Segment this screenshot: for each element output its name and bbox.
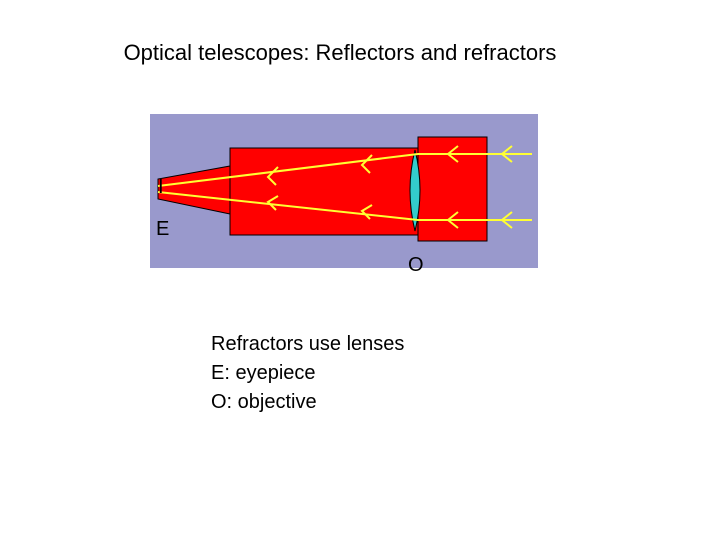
light-ray-bottom	[157, 191, 532, 221]
ray-arrow	[500, 211, 513, 229]
ray-arrow	[360, 204, 373, 220]
ray-arrow	[446, 145, 459, 163]
eyepiece-label: E	[156, 218, 170, 240]
ray-arrow	[360, 154, 373, 174]
ray-arrow	[500, 145, 513, 163]
ray-arrow	[266, 195, 279, 211]
caption-line: O: objective	[211, 391, 317, 413]
slide-title: Optical telescopes: Reflectors and refra…	[123, 40, 557, 65]
image-label: I	[158, 176, 164, 198]
caption-line: E: eyepiece	[211, 362, 316, 384]
objective-tube	[417, 136, 488, 242]
objective-label: O	[408, 254, 424, 276]
caption: Refractors use lenses E: eyepiece O: obj…	[211, 330, 404, 417]
light-ray-top	[157, 153, 532, 187]
refractor-telescope-diagram	[150, 114, 538, 268]
ray-arrow	[266, 166, 279, 186]
objective-lens	[409, 149, 421, 232]
ray-arrow	[446, 211, 459, 229]
caption-line: Refractors use lenses	[211, 333, 405, 355]
main-tube	[229, 147, 419, 236]
